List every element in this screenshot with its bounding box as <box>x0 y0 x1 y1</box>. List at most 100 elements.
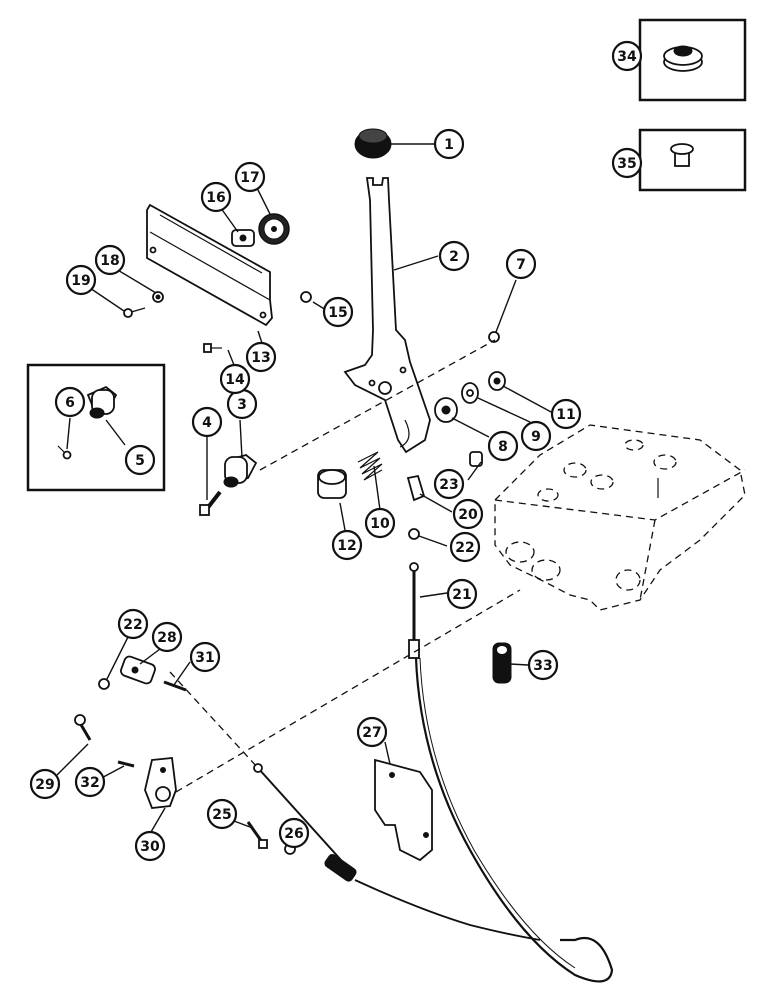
callout-circle <box>206 798 238 830</box>
callout-label: 22 <box>455 540 474 556</box>
bolt-19 <box>123 307 146 318</box>
callout-circle <box>322 296 354 328</box>
spring <box>357 451 383 481</box>
callout-18: 18 <box>94 244 126 276</box>
callout-label: 25 <box>212 807 231 823</box>
callout-20: 20 <box>452 498 484 530</box>
inset-box-35 <box>638 128 747 192</box>
nut-11 <box>488 371 506 391</box>
callout-label: 28 <box>157 630 176 646</box>
callout-5: 5 <box>124 444 156 476</box>
callout-circle <box>245 341 277 373</box>
callout-circle <box>520 420 552 452</box>
bolt-25 <box>246 821 268 849</box>
callout-1: 1 <box>433 128 465 160</box>
callout-3: 3 <box>226 388 258 420</box>
callout-label: 23 <box>439 477 458 493</box>
control-lever <box>343 177 431 454</box>
control-cable <box>408 562 614 983</box>
callout-label: 1 <box>444 137 454 153</box>
yoke-28 <box>120 655 156 685</box>
callout-circle <box>438 240 470 272</box>
callout-11: 11 <box>550 398 582 430</box>
callout-16: 16 <box>200 181 232 213</box>
callout-circle <box>449 531 481 563</box>
callout-circle <box>452 498 484 530</box>
callout-31: 31 <box>189 641 221 673</box>
callout-label: 32 <box>80 775 99 791</box>
callout-circle <box>191 406 223 438</box>
callout-label: 9 <box>531 429 541 445</box>
callout-label: 6 <box>65 395 75 411</box>
throttle-cable <box>253 763 541 941</box>
callout-circle <box>54 386 86 418</box>
callout-circle <box>446 578 478 610</box>
callout-15: 15 <box>322 296 354 328</box>
swivel-23 <box>469 451 483 467</box>
callout-label: 34 <box>617 49 637 65</box>
callout-10: 10 <box>364 507 396 539</box>
knob <box>354 128 392 159</box>
callout-6: 6 <box>54 386 86 418</box>
callout-label: 13 <box>251 350 270 366</box>
callout-circle <box>124 444 156 476</box>
callout-19: 19 <box>65 264 97 296</box>
callout-circle <box>433 128 465 160</box>
inset-box-34 <box>638 18 747 102</box>
callout-label: 27 <box>362 725 381 741</box>
callout-circle <box>151 621 183 653</box>
callout-12: 12 <box>331 529 363 561</box>
callout-label: 16 <box>206 190 225 206</box>
callout-26: 26 <box>278 817 310 849</box>
callout-label: 3 <box>237 397 247 413</box>
callout-circle <box>611 147 643 179</box>
callout-circle <box>234 161 266 193</box>
callout-27: 27 <box>356 716 388 748</box>
callout-circle <box>433 468 465 500</box>
callout-circle <box>219 363 251 395</box>
callout-circle <box>29 768 61 800</box>
callout-25: 25 <box>206 798 238 830</box>
callout-label: 19 <box>71 273 90 289</box>
callout-circle <box>364 507 396 539</box>
callout-group: 1234567891011121314151617181920212222232… <box>29 40 643 862</box>
nut-22-lower <box>98 678 110 690</box>
callout-22: 22 <box>449 531 481 563</box>
spacer <box>317 469 347 499</box>
callout-label: 26 <box>284 826 303 842</box>
bolt-4 <box>199 490 222 516</box>
callout-label: 11 <box>556 407 575 423</box>
callout-7: 7 <box>505 248 537 280</box>
callout-label: 31 <box>195 650 214 666</box>
callout-label: 2 <box>449 249 459 265</box>
callout-label: 30 <box>140 839 160 855</box>
callout-circle <box>74 766 106 798</box>
friction-plate <box>231 229 255 247</box>
pin-32 <box>117 760 135 768</box>
callout-35: 35 <box>611 147 643 179</box>
callout-circle <box>65 264 97 296</box>
callout-32: 32 <box>74 766 106 798</box>
cable-bracket <box>374 758 433 862</box>
callout-label: 35 <box>617 156 636 172</box>
callout-circle <box>200 181 232 213</box>
callout-label: 12 <box>337 538 356 554</box>
nut-7 <box>488 331 500 343</box>
callout-21: 21 <box>446 578 478 610</box>
callout-circle <box>550 398 582 430</box>
bolt-14 <box>203 343 222 353</box>
callout-label: 4 <box>202 415 212 431</box>
callout-label: 15 <box>328 305 347 321</box>
callout-23: 23 <box>433 468 465 500</box>
callout-label: 17 <box>240 170 259 186</box>
callout-label: 20 <box>458 507 478 523</box>
lever-30 <box>144 757 177 809</box>
callout-label: 29 <box>35 777 54 793</box>
callout-33: 33 <box>527 649 559 681</box>
control-valve <box>494 424 746 611</box>
clevis-20 <box>406 474 426 502</box>
callout-circle <box>134 830 166 862</box>
callout-29: 29 <box>29 768 61 800</box>
callout-30: 30 <box>134 830 166 862</box>
